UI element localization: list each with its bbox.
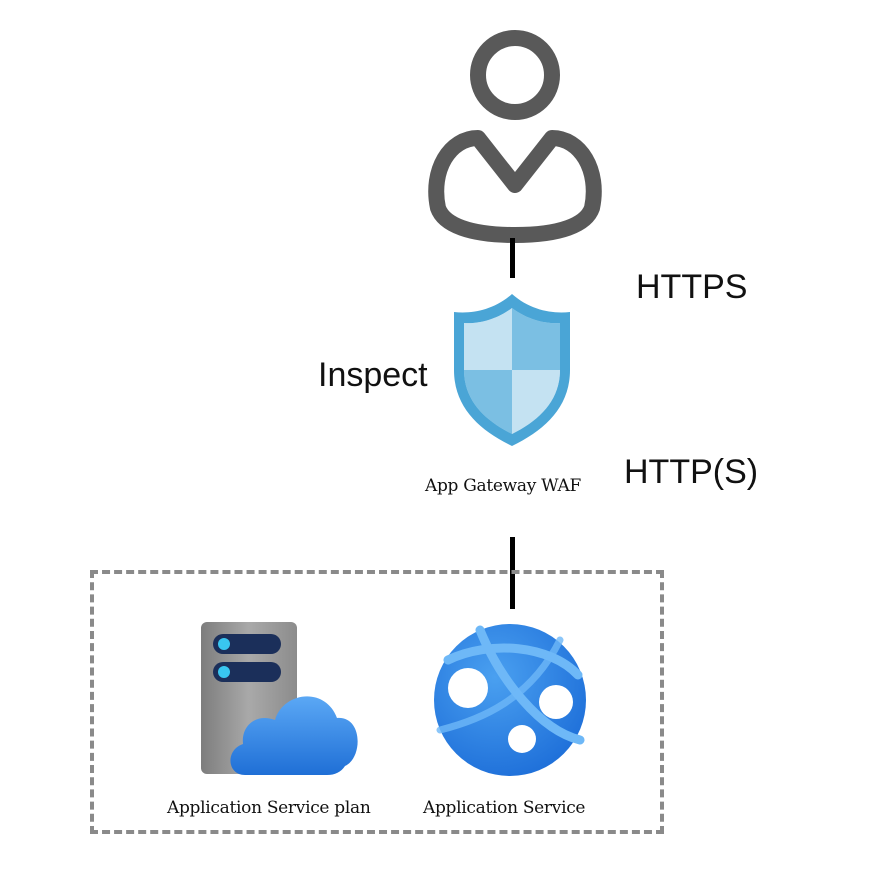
server-cloud-icon: [201, 622, 358, 775]
inspect-label: Inspect: [318, 356, 428, 394]
shield-icon: [454, 294, 570, 446]
globe-network-icon: [434, 624, 586, 776]
http-s-label: HTTP(S): [624, 453, 759, 491]
user-icon: [428, 30, 602, 243]
service-boundary: [90, 570, 664, 834]
gateway-label: App Gateway WAF: [425, 476, 581, 496]
connector-user-gateway: [510, 238, 515, 278]
service-plan-label: Application Service plan: [167, 798, 371, 818]
https-label: HTTPS: [636, 268, 748, 306]
app-service-label: Application Service: [423, 798, 586, 818]
